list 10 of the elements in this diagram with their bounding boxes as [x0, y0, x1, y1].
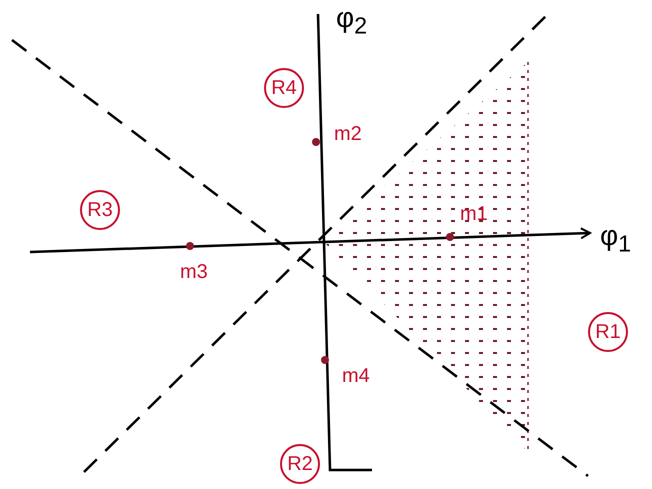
point-label: m1 — [460, 204, 488, 224]
point-label: m4 — [342, 366, 370, 386]
region-label: R3 — [80, 190, 120, 230]
point-label: m3 — [180, 262, 208, 282]
axis-label: φ$_{2}$ — [336, 4, 368, 38]
point-label: m2 — [334, 124, 362, 144]
region-label: R4 — [264, 68, 304, 108]
region-label: R1 — [588, 312, 628, 352]
region-label: R2 — [280, 444, 320, 484]
axis-label: φ$_{1}$ — [600, 222, 632, 256]
